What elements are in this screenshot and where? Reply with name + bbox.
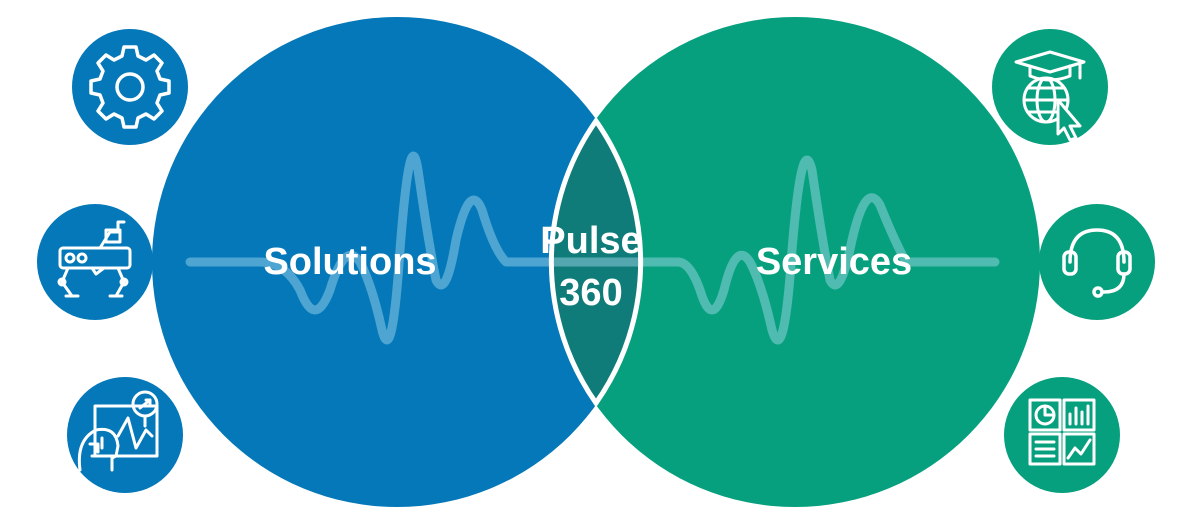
overlap-outline [548,116,644,408]
pulse-wave [185,151,1000,345]
ai-analytics-icon [77,390,159,472]
services-circle [550,17,1040,507]
center-label-line2: 360 [559,272,622,314]
headset-icon-badge [1039,204,1155,320]
solutions-label: Solutions [263,241,436,283]
solutions-circle [152,17,642,507]
headset-icon [1062,228,1132,298]
graduation-globe-icon [1014,50,1086,142]
services-label: Services [756,241,912,283]
gear-icon-badge [72,29,188,145]
center-label-line1: Pulse [540,220,641,262]
robot-arm-icon [57,220,132,298]
graduation-globe-icon-badge [992,29,1108,145]
robot-arm-icon-badge [37,204,153,320]
gear-icon [89,45,171,129]
dashboard-icon-badge [1004,377,1120,493]
ai-analytics-icon-badge [67,377,183,493]
dashboard-icon [1028,398,1096,466]
